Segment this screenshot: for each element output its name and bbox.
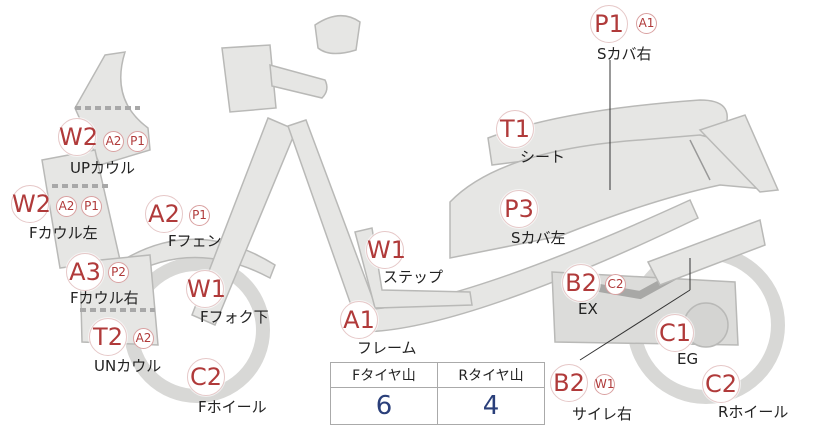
f-fork-lower-grade: W1	[186, 270, 226, 308]
f-fender-grade: A2	[145, 195, 183, 233]
front-tire-value: 6	[330, 387, 438, 425]
up-cowl-sub-grade-2: P1	[127, 131, 148, 152]
rear-tire-value: 4	[437, 387, 545, 425]
exhaust-grade: B2	[562, 264, 600, 302]
r-wheel-label: Rホイール	[718, 403, 789, 421]
exhaust-sub-grade: C2	[605, 274, 626, 295]
muffler-right-grade: B2	[550, 364, 588, 402]
f-cowl-right-label: Fカウル右	[70, 289, 139, 307]
f-fork-lower-label: Fフォク下	[200, 308, 269, 326]
under-cowl-sub-grade: A2	[133, 328, 154, 349]
muffler-right-label: サイレ右	[572, 405, 633, 423]
s-cover-right-label: Sカバ右	[597, 45, 652, 63]
step-grade: W1	[366, 231, 406, 269]
f-fender-label: Fフェン	[168, 232, 222, 250]
under-cowl-label: UNカウル	[94, 357, 162, 375]
front-tire-header: Fタイヤ山	[330, 362, 438, 388]
engine-grade: C1	[656, 314, 694, 352]
f-fender-sub-grade: P1	[189, 205, 210, 226]
rear-tire-header: Rタイヤ山	[437, 362, 545, 388]
seat-label: シート	[520, 148, 566, 166]
s-cover-left-label: Sカバ左	[511, 229, 566, 247]
f-cowl-left-grade: W2	[11, 185, 51, 223]
up-cowl-grade: W2	[58, 118, 98, 156]
s-cover-left-grade: P3	[500, 190, 538, 228]
muffler-right-sub-grade: W1	[594, 374, 615, 395]
f-cowl-left-sub-grade-1: A2	[56, 196, 77, 217]
up-cowl-label: UPカウル	[70, 159, 136, 177]
s-cover-right-sub-grade: A1	[636, 13, 657, 34]
step-label: ステップ	[383, 268, 444, 286]
f-cowl-left-label: Fカウル左	[29, 224, 98, 242]
up-cowl-sub-grade-1: A2	[103, 131, 124, 152]
seat-grade: T1	[496, 110, 534, 148]
f-cowl-right-sub-grade: P2	[108, 262, 129, 283]
f-cowl-right-grade: A3	[66, 253, 104, 291]
f-cowl-left-sub-grade-2: P1	[81, 196, 102, 217]
r-wheel-grade: C2	[702, 365, 740, 403]
f-wheel-grade: C2	[187, 358, 225, 396]
exhaust-label: EX	[578, 300, 598, 318]
under-cowl-grade: T2	[89, 318, 127, 356]
frame-label: フレーム	[357, 339, 417, 357]
frame-grade: A1	[340, 301, 378, 339]
engine-label: EG	[677, 350, 699, 368]
f-wheel-label: Fホイール	[198, 398, 267, 416]
s-cover-right-grade: P1	[590, 5, 628, 43]
tire-tread-table: Fタイヤ山 Rタイヤ山 6 4	[330, 362, 545, 425]
